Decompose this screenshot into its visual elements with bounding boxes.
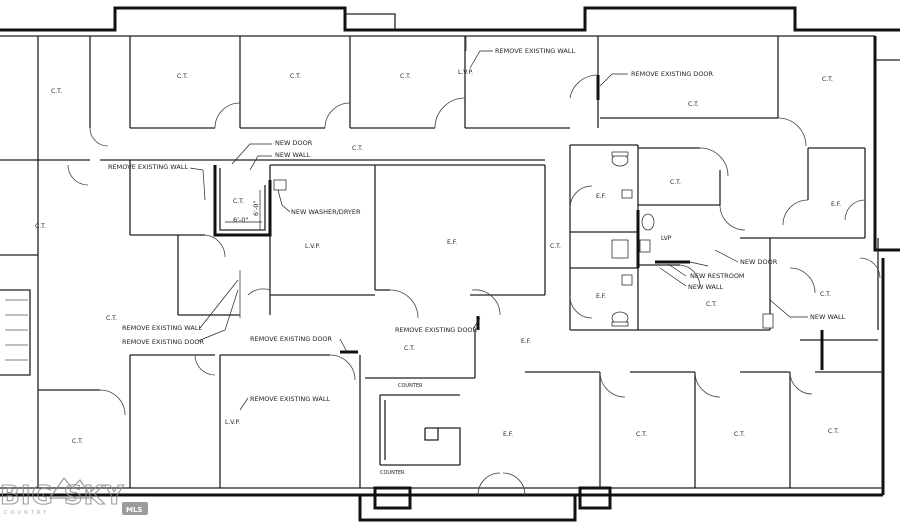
room-label-ct: C.T.: [404, 345, 415, 352]
note-new-wall: NEW WALL: [688, 283, 724, 291]
watermark-brand: BIG SKY: [0, 481, 125, 511]
room-label-ct: C.T.: [106, 315, 117, 322]
room-label-ct: C.T.: [290, 73, 301, 80]
note-new-wall: NEW WALL: [810, 313, 846, 321]
restroom-fixtures: [273, 151, 774, 329]
note-washer-dryer: NEW WASHER/DRYER: [291, 208, 361, 216]
note-counter: COUNTER: [398, 383, 423, 389]
note-remove-existing-wall: REMOVE EXISTING WALL: [122, 324, 202, 332]
new-walls: [213, 75, 824, 370]
room-label-ef: E.F.: [521, 338, 531, 345]
room-label-ef: E.F.: [447, 239, 457, 246]
note-new-restroom: NEW RESTROOM: [690, 272, 745, 280]
dimension-horizontal: 6'-0": [233, 216, 248, 224]
note-remove-existing-wall: REMOVE EXISTING WALL: [108, 163, 188, 171]
annotation-notes: REMOVE EXISTING WALL REMOVE EXISTING DOO…: [108, 47, 846, 476]
dimension-vertical: 6'-0": [252, 201, 260, 216]
note-remove-existing-wall: REMOVE EXISTING WALL: [250, 395, 330, 403]
annotation-leaders: [189, 36, 808, 411]
note-new-door: NEW DOOR: [740, 258, 778, 266]
room-label-lvp: LVP: [661, 235, 672, 242]
room-label-ct: C.T.: [177, 73, 188, 80]
note-remove-existing-door: REMOVE EXISTING DOOR: [395, 326, 478, 334]
room-label-ct: C.T.: [822, 76, 833, 83]
note-counter: COUNTER: [380, 470, 405, 476]
mountain-icon: [48, 476, 94, 499]
room-label-lvp: L.V.P.: [458, 69, 473, 76]
door-swings: [67, 74, 881, 496]
watermark-logo: BIG SKY MLS COUNTRY: [0, 476, 148, 516]
room-label-ct: C.T.: [670, 179, 681, 186]
room-label-ct: C.T.: [820, 291, 831, 298]
note-remove-existing-wall: REMOVE EXISTING WALL: [495, 47, 575, 55]
mls-badge-text: MLS: [126, 506, 142, 514]
room-label-ef: E.F.: [831, 201, 841, 208]
room-label-ct: C.T.: [233, 198, 244, 205]
exterior-walls: [0, 6, 900, 522]
room-label-ct: C.T.: [636, 431, 647, 438]
room-label-ct: C.T.: [706, 301, 717, 308]
room-label-ef: E.F.: [503, 431, 513, 438]
room-label-ct: C.T.: [400, 73, 411, 80]
note-remove-existing-door: REMOVE EXISTING DOOR: [122, 338, 205, 346]
note-new-wall: NEW WALL: [275, 151, 311, 159]
room-label-lvp: L.V.P.: [305, 243, 320, 250]
room-label-ef: E.F.: [596, 293, 606, 300]
room-label-ct: C.T.: [352, 145, 363, 152]
room-label-ef: E.F.: [596, 193, 606, 200]
note-remove-existing-door: REMOVE EXISTING DOOR: [631, 70, 714, 78]
room-label-ct: C.T.: [51, 88, 62, 95]
room-label-ct: C.T.: [688, 101, 699, 108]
room-label-ct: C.T.: [734, 431, 745, 438]
watermark-tagline: COUNTRY: [4, 510, 49, 516]
room-label-ct: C.T.: [550, 243, 561, 250]
room-label-lvp: L.V.P.: [225, 419, 240, 426]
note-remove-existing-door: REMOVE EXISTING DOOR: [250, 335, 333, 343]
room-label-ct: C.T.: [72, 438, 83, 445]
room-label-ct: C.T.: [35, 223, 46, 230]
room-label-ct: C.T.: [828, 428, 839, 435]
room-labels: C.T. C.T. C.T. C.T. C.T. C.T. C.T. C.T. …: [35, 69, 841, 445]
note-new-door: NEW DOOR: [275, 139, 313, 147]
mls-badge: [122, 502, 148, 515]
